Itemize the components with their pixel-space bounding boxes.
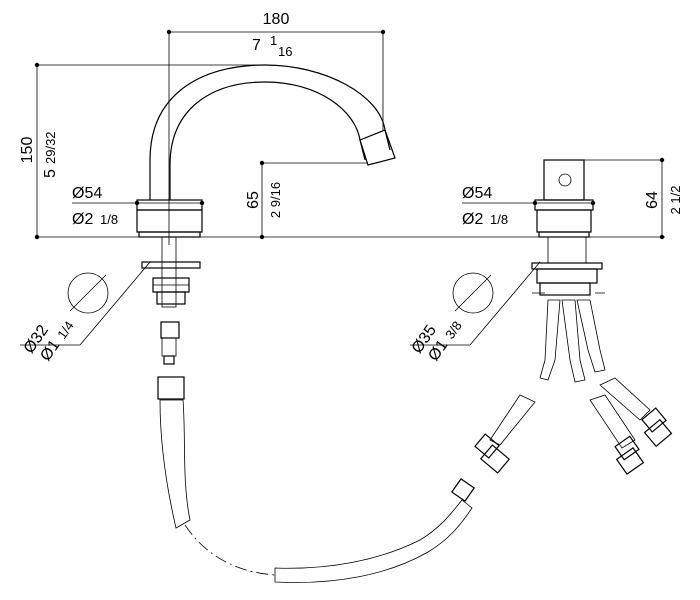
width-in-den: 16: [278, 44, 292, 59]
width-mm-label: 180: [263, 11, 290, 28]
handle-hole-dia-in-frac: 3/8: [442, 318, 465, 341]
clearance-mm-label: 65: [245, 191, 262, 209]
clearance-in-label: 2 9/16: [268, 182, 283, 218]
handle-height-in-label: 2 1/2: [668, 186, 683, 215]
spout-assembly: [136, 64, 475, 583]
dimension-lines: [20, 29, 665, 346]
handle-base-dia-in-frac: 1/8: [490, 212, 508, 227]
handle-base-dia-in-whole: Ø2: [462, 211, 483, 228]
height-mm-label: 150: [19, 137, 36, 164]
height-in-whole: 5: [42, 169, 59, 178]
spout-base-dia-in-frac: 1/8: [100, 212, 118, 227]
width-in-whole: 7: [252, 37, 261, 54]
width-in-num: 1: [270, 33, 277, 48]
spout-base-dia-mm: Ø54: [72, 185, 102, 202]
spout-hole-dia-in-frac: 1/4: [54, 318, 77, 341]
handle-assembly: [474, 159, 673, 475]
handle-height-mm-label: 64: [644, 191, 661, 209]
height-in-frac: 29/32: [43, 131, 58, 164]
spout-base-dia-in-whole: Ø2: [72, 211, 93, 228]
handle-base-dia-mm: Ø54: [462, 185, 492, 202]
